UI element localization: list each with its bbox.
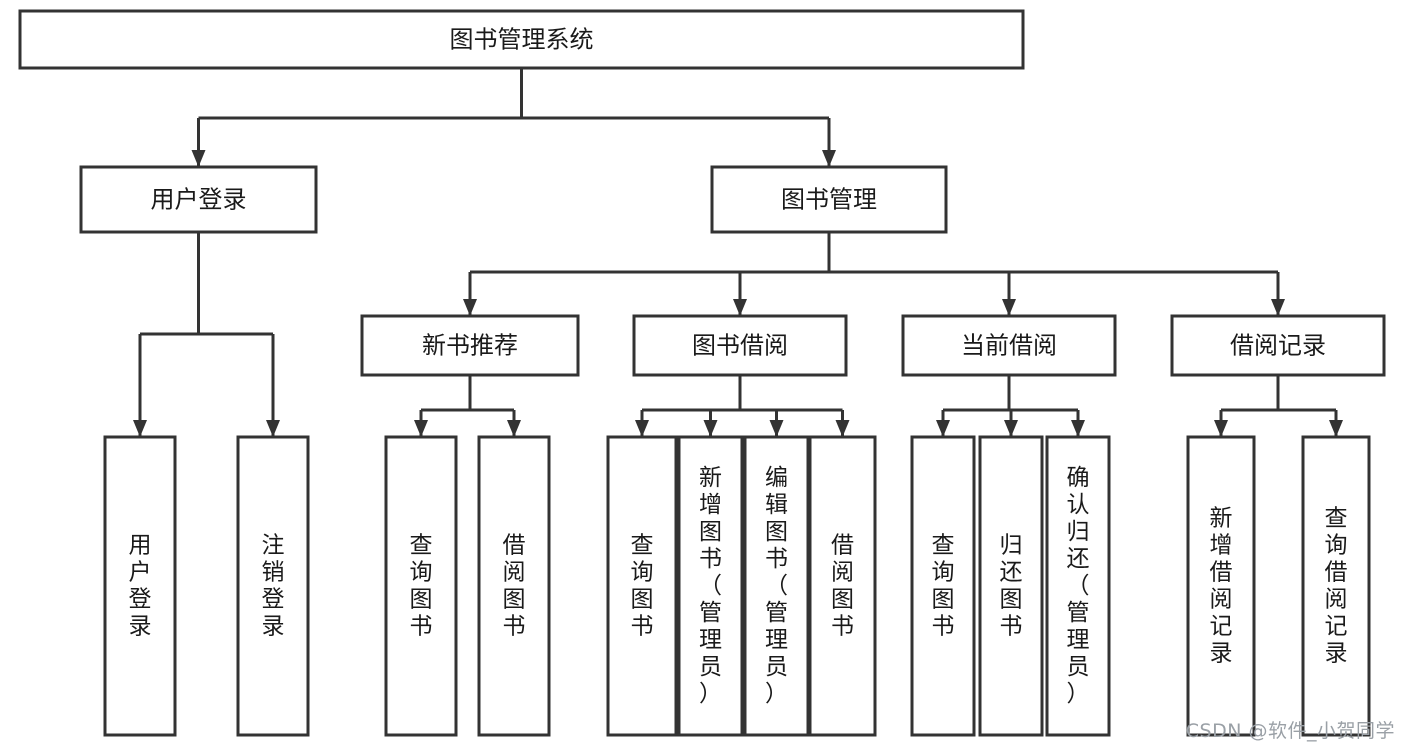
node-box-l-borrow1	[477, 435, 551, 737]
arrow-head-icon	[1071, 420, 1085, 437]
arrow-head-icon	[733, 299, 747, 316]
arrow-head-icon	[1214, 420, 1228, 437]
node-box-l-edit	[743, 435, 810, 737]
node-box-l-login	[103, 435, 177, 737]
arrow-head-icon	[1004, 420, 1018, 437]
node-l-query2[interactable]: 查询图书	[606, 435, 678, 737]
arrow-head-icon	[835, 420, 850, 437]
node-label-newbook: 新书推荐	[422, 332, 518, 360]
edge-group-current	[936, 375, 1085, 437]
edge-group-root	[191, 68, 836, 167]
node-label-borrow: 图书借阅	[692, 332, 788, 360]
node-l-confirm[interactable]: 确认归还（管理员）	[1045, 435, 1111, 737]
node-label-l-logout: 注销登录	[262, 532, 285, 639]
node-box-login	[79, 165, 318, 234]
node-l-borrow1[interactable]: 借阅图书	[477, 435, 551, 737]
arrow-head-icon	[635, 420, 649, 437]
node-login[interactable]: 用户登录	[79, 165, 318, 234]
node-label-l-query3: 查询图书	[932, 532, 955, 639]
node-label-l-login: 用户登录	[129, 532, 152, 639]
node-l-addrec[interactable]: 新增借阅记录	[1186, 435, 1256, 737]
node-l-add[interactable]: 新增图书（管理员）	[677, 435, 744, 737]
node-layer: 图书管理系统用户登录图书管理新书推荐图书借阅当前借阅借阅记录用户登录注销登录查询…	[18, 9, 1386, 737]
connector-layer	[133, 68, 1343, 437]
node-l-query3[interactable]: 查询图书	[910, 435, 976, 737]
node-label-l-query2: 查询图书	[631, 532, 654, 639]
node-label-login: 用户登录	[151, 186, 247, 214]
node-box-l-add	[677, 435, 744, 737]
node-label-records: 借阅记录	[1230, 332, 1326, 360]
node-box-l-borrow2	[808, 435, 877, 737]
node-label-l-borrow1: 借阅图书	[503, 532, 526, 639]
arrow-head-icon	[463, 299, 477, 316]
node-label-root: 图书管理系统	[450, 26, 594, 54]
node-box-records	[1170, 314, 1386, 377]
node-box-l-addrec	[1186, 435, 1256, 737]
arrow-head-icon	[266, 420, 280, 437]
arrow-head-icon	[822, 150, 836, 167]
arrow-head-icon	[1271, 299, 1285, 316]
edge-group-records	[1214, 375, 1343, 437]
node-label-l-edit: 编辑图书（管理员）	[765, 465, 788, 707]
node-current[interactable]: 当前借阅	[901, 314, 1117, 377]
node-label-l-return: 归还图书	[1000, 532, 1023, 639]
arrow-head-icon	[414, 420, 428, 437]
arrow-head-icon	[769, 420, 784, 437]
node-root[interactable]: 图书管理系统	[18, 9, 1025, 70]
node-l-borrow2[interactable]: 借阅图书	[808, 435, 877, 737]
node-records[interactable]: 借阅记录	[1170, 314, 1386, 377]
node-borrow[interactable]: 图书借阅	[632, 314, 848, 377]
node-l-login[interactable]: 用户登录	[103, 435, 177, 737]
node-label-l-query1: 查询图书	[410, 532, 433, 639]
node-box-bookmgmt	[710, 165, 948, 234]
edge-group-borrow	[635, 375, 850, 437]
node-label-l-confirm: 确认归还（管理员）	[1067, 465, 1090, 707]
node-l-queryrec[interactable]: 查询借阅记录	[1301, 435, 1371, 737]
csdn-watermark: CSDN @软件_小贺同学	[1185, 720, 1395, 742]
arrow-head-icon	[191, 150, 206, 167]
node-box-l-query2	[606, 435, 678, 737]
node-box-current	[901, 314, 1117, 377]
arrow-head-icon	[507, 420, 521, 437]
node-box-borrow	[632, 314, 848, 377]
node-box-root	[18, 9, 1025, 70]
node-box-l-logout	[236, 435, 310, 737]
node-l-return[interactable]: 归还图书	[978, 435, 1044, 737]
node-box-l-query1	[384, 435, 458, 737]
node-l-logout[interactable]: 注销登录	[236, 435, 310, 737]
node-l-query1[interactable]: 查询图书	[384, 435, 458, 737]
node-label-current: 当前借阅	[961, 332, 1057, 360]
node-box-newbook	[360, 314, 580, 377]
edge-group-newbook	[414, 375, 521, 437]
arrow-head-icon	[1329, 420, 1343, 437]
node-box-l-query3	[910, 435, 976, 737]
edge-group-bookmgmt	[463, 232, 1285, 316]
node-box-l-confirm	[1045, 435, 1111, 737]
node-box-l-return	[978, 435, 1044, 737]
node-label-l-addrec: 新增借阅记录	[1210, 505, 1233, 666]
arrow-head-icon	[1002, 299, 1016, 316]
arrow-head-icon	[936, 420, 950, 437]
node-box-l-queryrec	[1301, 435, 1371, 737]
node-l-edit[interactable]: 编辑图书（管理员）	[743, 435, 810, 737]
edge-group-login	[133, 232, 280, 437]
node-label-l-queryrec: 查询借阅记录	[1325, 505, 1348, 666]
arrow-head-icon	[133, 420, 147, 437]
arrow-head-icon	[703, 420, 718, 437]
node-newbook[interactable]: 新书推荐	[360, 314, 580, 377]
node-label-l-add: 新增图书（管理员）	[699, 465, 722, 707]
node-label-l-borrow2: 借阅图书	[831, 532, 854, 639]
node-label-bookmgmt: 图书管理	[781, 186, 877, 214]
node-bookmgmt[interactable]: 图书管理	[710, 165, 948, 234]
